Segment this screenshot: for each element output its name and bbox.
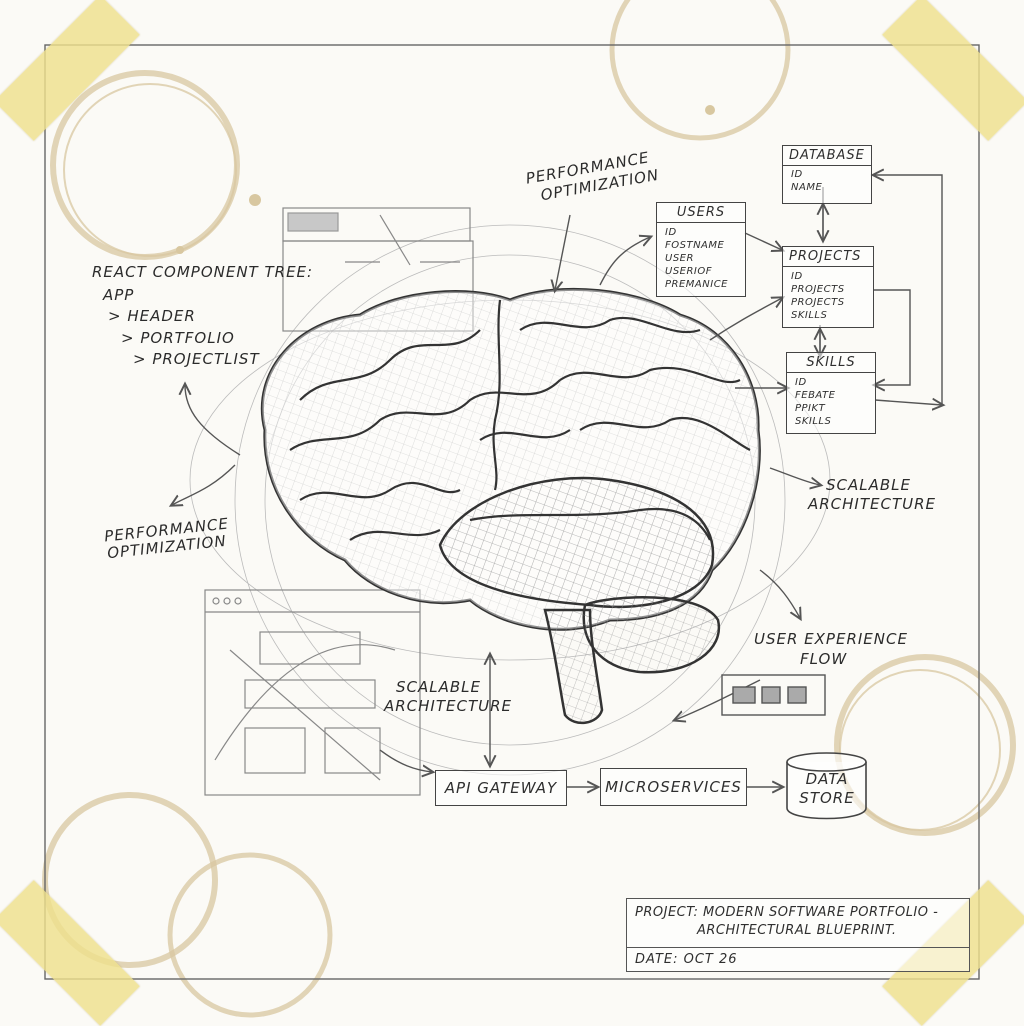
table-row: SKILLS [791, 310, 828, 321]
annotation-line: ARCHITECTURE [384, 697, 513, 715]
table-projects: PROJECTS ID PROJECTS PROJECTS SKILLS [782, 246, 874, 328]
flow-arrows [172, 175, 942, 787]
component-tree-title: REACT COMPONENT TREE: [92, 263, 314, 281]
table-title: USERS [657, 203, 745, 223]
title-block: PROJECT: MODERN SOFTWARE PORTFOLIO - ARC… [626, 898, 970, 972]
table-row: PPIKT [795, 403, 826, 414]
date-field: DATE: OCT 26 [627, 947, 969, 971]
wireframe-bottom-left [204, 589, 421, 796]
project-title-line: ARCHITECTURAL BLUEPRINT. [697, 923, 897, 938]
tree-line: > PORTFOLIO [121, 329, 235, 347]
table-skills: SKILLS ID FEBATE PPIKT SKILLS [786, 352, 876, 434]
ux-flow-boxes [721, 674, 826, 716]
annotation-line: USER EXPERIENCE [754, 630, 908, 648]
api-gateway-box: API GATEWAY [435, 770, 567, 806]
table-row: ID [795, 377, 807, 388]
brain-illustration [260, 287, 761, 725]
table-row: FEBATE [795, 390, 836, 401]
annotation-line: SCALABLE [396, 678, 481, 696]
table-title: DATABASE [783, 146, 871, 166]
data-store-cylinder [786, 752, 867, 820]
table-row: PREMANICE [665, 279, 728, 290]
table-title: SKILLS [787, 353, 875, 373]
tree-line: APP [103, 286, 135, 304]
table-users: USERS ID FOSTNAME USER USERIOF PREMANICE [656, 202, 746, 297]
project-title: PROJECT: MODERN SOFTWARE PORTFOLIO - ARC… [627, 899, 969, 940]
table-row: PROJECTS [791, 284, 845, 295]
data-store-line: STORE [799, 789, 855, 807]
table-row: ID [665, 227, 677, 238]
table-title: PROJECTS [783, 247, 873, 267]
microservices-box: MICROSERVICES [600, 768, 747, 806]
project-title-line: PROJECT: MODERN SOFTWARE PORTFOLIO - [635, 905, 939, 920]
table-row: USERIOF [665, 266, 713, 277]
table-database: DATABASE ID NAME [782, 145, 872, 204]
tree-line: > HEADER [108, 307, 196, 325]
paper-frame [44, 44, 980, 980]
annotation-line: SCALABLE [826, 476, 911, 494]
annotation-line: FLOW [800, 650, 848, 668]
table-row: ID [791, 169, 803, 180]
table-row: NAME [791, 182, 823, 193]
data-store-label: DATA STORE [787, 770, 867, 808]
annotation-line: ARCHITECTURE [808, 495, 937, 513]
table-row: ID [791, 271, 803, 282]
data-store-line: DATA [805, 770, 849, 788]
table-row: PROJECTS [791, 297, 845, 308]
table-row: USER [665, 253, 694, 264]
table-row: FOSTNAME [665, 240, 725, 251]
table-row: SKILLS [795, 416, 832, 427]
tree-line: > PROJECTLIST [133, 350, 260, 368]
